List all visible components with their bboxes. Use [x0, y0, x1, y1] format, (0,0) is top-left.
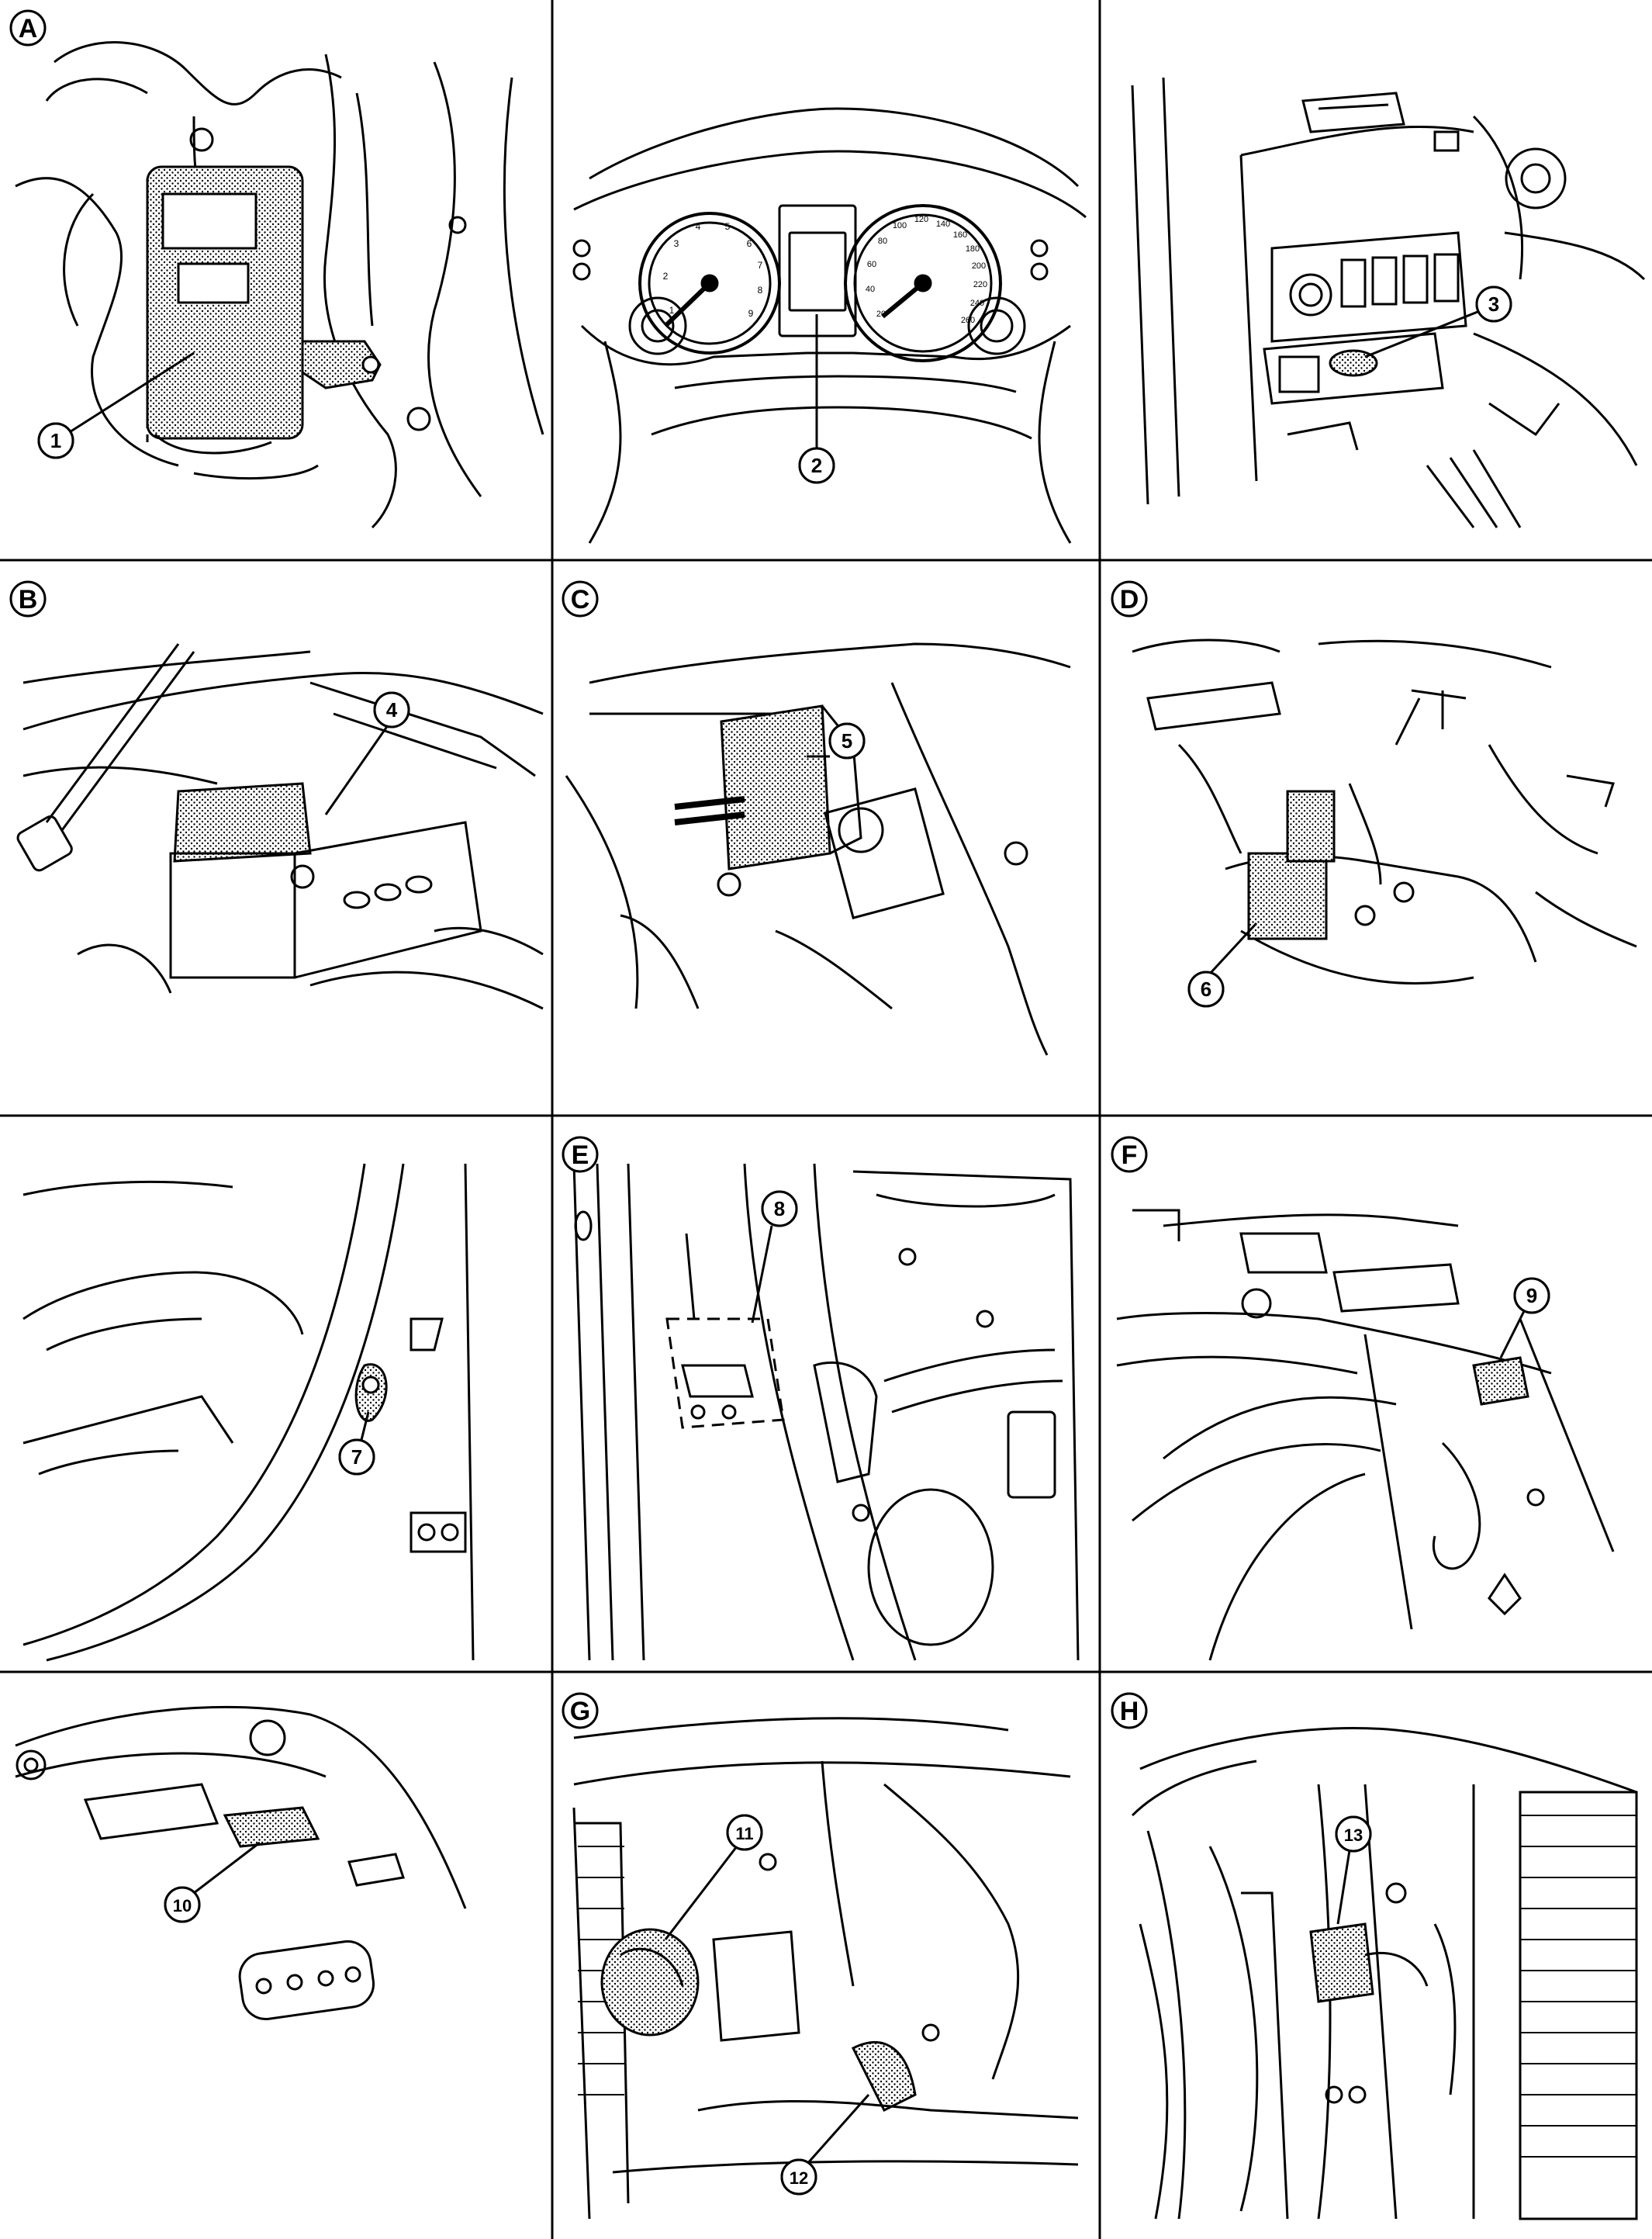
- tach-tick-8: 8: [758, 285, 763, 296]
- tach-tick-9: 9: [748, 308, 754, 319]
- panel-label-g: G: [562, 1692, 599, 1729]
- callout-7: 7: [351, 1445, 362, 1469]
- panel-d-console-unit: [1132, 638, 1637, 1008]
- callout-3: 3: [1488, 292, 1499, 316]
- display-screen: [788, 231, 847, 312]
- speed-tick-120: 120: [914, 215, 928, 224]
- speedometer-ticks: 20 40 60 80 100 120 140 160 180 200 220 …: [866, 215, 987, 325]
- panel-h-front-right: [1131, 1726, 1638, 2220]
- speed-tick-200: 200: [972, 261, 986, 271]
- tach-tick-5: 5: [725, 221, 731, 232]
- tach-tick-6: 6: [747, 238, 752, 249]
- speed-tick-220: 220: [973, 280, 987, 289]
- callout-1: 1: [50, 429, 61, 452]
- panel-label-d: D: [1111, 580, 1148, 618]
- panel-letter-d: D: [1120, 585, 1139, 614]
- panel-letter-g: G: [570, 1697, 590, 1726]
- speed-tick-40: 40: [866, 285, 875, 294]
- panel-letter-h: H: [1120, 1697, 1139, 1726]
- panel-label-b: B: [9, 580, 47, 618]
- callout-8: 8: [774, 1197, 785, 1220]
- horn: [600, 1928, 700, 2037]
- tach-tick-1: 1: [669, 305, 675, 316]
- speed-tick-180: 180: [966, 244, 980, 254]
- callout-numbers: 1 2 3 4 5 6 7 8 9 10 11 12 13: [37, 285, 1550, 2196]
- tach-tick-3: 3: [674, 238, 679, 249]
- panel-letter-e: E: [572, 1140, 589, 1170]
- panel-label-h: H: [1111, 1692, 1148, 1729]
- panel-label-a: A: [9, 9, 47, 47]
- speed-tick-140: 140: [936, 220, 950, 229]
- tachometer-ticks: 1 2 3 4 5 6 7 8 9: [663, 221, 763, 319]
- speed-tick-100: 100: [893, 221, 907, 230]
- callout-12: 12: [790, 2168, 808, 2188]
- callout-4: 4: [386, 698, 398, 722]
- callout-10: 10: [173, 1896, 192, 1915]
- panel-letter-a: A: [19, 14, 38, 43]
- panel-e-door: [572, 1163, 1080, 1661]
- callout-9: 9: [1526, 1284, 1537, 1307]
- speed-tick-240: 240: [970, 299, 984, 308]
- panel-label-e: E: [562, 1136, 599, 1173]
- callout-6: 6: [1201, 978, 1211, 1001]
- panel-a3-dash-switches: [1131, 77, 1646, 528]
- tach-tick-7: 7: [758, 260, 763, 271]
- panel-letter-labels: A B C D E F G H: [9, 9, 1148, 1729]
- panel-label-f: F: [1111, 1136, 1148, 1173]
- panel-trunk-lid: [15, 1705, 467, 2021]
- panel-g-front-horn: [572, 1717, 1079, 2220]
- panel-f-rear: [1116, 1209, 1615, 1661]
- callout-11: 11: [735, 1824, 753, 1843]
- speed-tick-80: 80: [878, 237, 887, 246]
- tach-tick-4: 4: [696, 221, 701, 232]
- panel-seat-pillar: [22, 1163, 475, 1662]
- tach-tick-2: 2: [663, 271, 669, 282]
- panel-b-ecm: [16, 643, 544, 1010]
- speed-tick-20: 20: [876, 310, 886, 319]
- panel-letter-b: B: [19, 585, 38, 614]
- panel-label-c: C: [562, 580, 599, 618]
- panel-letter-f: F: [1121, 1140, 1138, 1170]
- callout-5: 5: [842, 729, 852, 753]
- speed-tick-60: 60: [867, 260, 876, 269]
- panel-c-unit: [565, 642, 1071, 1056]
- callout-13: 13: [1344, 1825, 1363, 1845]
- speed-tick-260: 260: [961, 316, 975, 325]
- panel-a1-ipdm: [15, 41, 544, 529]
- callout-2: 2: [811, 454, 822, 477]
- panel-letter-c: C: [571, 585, 590, 614]
- speed-tick-160: 160: [953, 230, 967, 240]
